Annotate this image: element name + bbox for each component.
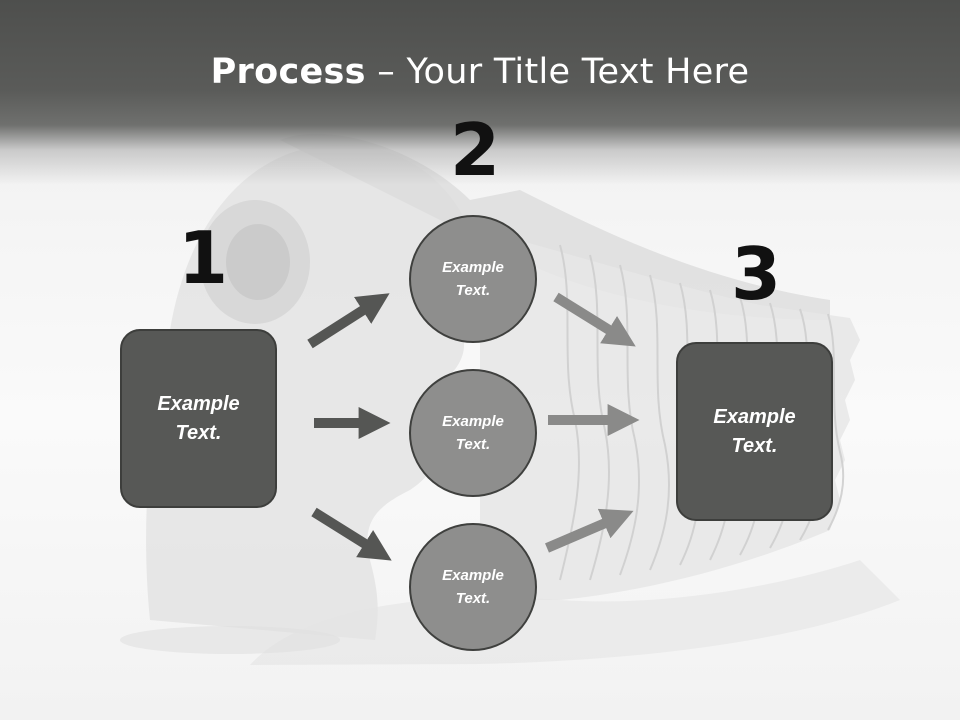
title-bold: Process	[210, 52, 366, 92]
step-2-circle-middle: Example Text.	[409, 369, 537, 497]
step-2-circle-top: Example Text.	[409, 215, 537, 343]
arrow-2a-to-3	[553, 292, 636, 347]
step-2-text-2: Example Text.	[442, 413, 504, 453]
arrow-2c-to-3	[545, 508, 634, 553]
step-3-text: Example Text.	[713, 405, 796, 457]
step-2-text-1: Example Text.	[442, 259, 504, 299]
step-1-box: Example Text.	[120, 329, 277, 508]
step-3-box: Example Text.	[676, 342, 833, 521]
title-rest: – Your Title Text Here	[365, 52, 750, 92]
step-2-text-3: Example Text.	[442, 567, 504, 607]
title-bar	[0, 0, 960, 185]
arrow-1-to-2c	[311, 507, 392, 561]
step-2-number: 2	[450, 108, 501, 192]
step-2-circle-bottom: Example Text.	[409, 523, 537, 651]
step-1-number: 1	[178, 216, 229, 300]
page-title: Process – Your Title Text Here	[0, 52, 960, 92]
step-1-text: Example Text.	[157, 392, 240, 444]
step-3-number: 3	[731, 232, 782, 316]
arrow-1-to-2a	[307, 293, 390, 349]
